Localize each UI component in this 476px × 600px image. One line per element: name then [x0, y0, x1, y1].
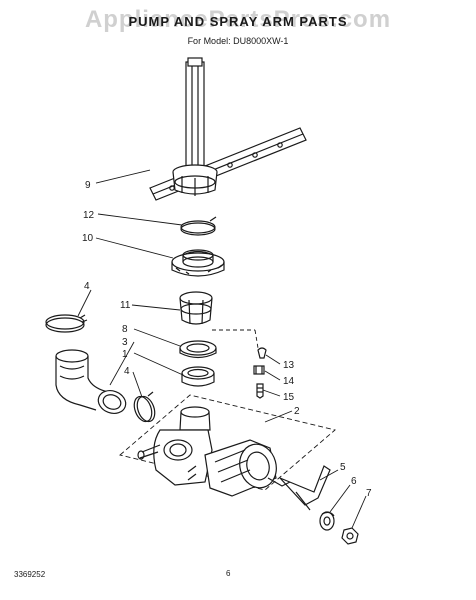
callout-14: 14: [283, 376, 295, 387]
callout-1: 1: [122, 349, 128, 360]
watermark-text: AppliancePartsPros.com: [84, 6, 392, 33]
callout-5: 5: [340, 462, 346, 473]
document-number: 3369252: [14, 570, 46, 579]
impeller-cup-icon: [179, 291, 213, 325]
page-title: PUMP AND SPRAY ARM PARTS: [128, 14, 348, 29]
leader-lines: [77, 169, 367, 529]
flange-icon: [171, 249, 225, 277]
callout-12: 12: [83, 210, 95, 221]
callout-labels: 9 12 10 4 11 8 3 1 4 2 13 14 15 5 6 7: [82, 180, 372, 499]
page-number: 6: [226, 569, 231, 578]
spray-arm-icon: [149, 57, 307, 201]
nut-icon: [341, 527, 359, 545]
hose-clamp-lower-icon: [133, 391, 156, 423]
hose-clamp-icon: [45, 314, 88, 333]
retaining-ring-icon: [180, 216, 217, 236]
callout-9: 9: [85, 180, 91, 191]
callout-6: 6: [351, 476, 357, 487]
callout-8: 8: [122, 324, 128, 335]
motor-icon: [187, 439, 291, 497]
grommet-icon: [319, 511, 335, 531]
wire-bracket-icon: [279, 465, 331, 511]
callout-13: 13: [283, 360, 295, 371]
callout-15: 15: [283, 392, 295, 403]
callout-3: 3: [122, 337, 128, 348]
callout-7: 7: [366, 488, 372, 499]
seal-ring-icon: [179, 340, 217, 359]
pump-housing-icon: [119, 394, 336, 491]
model-subtitle: For Model: DU8000XW-1: [187, 36, 289, 46]
callout-10: 10: [82, 233, 94, 244]
callout-2: 2: [294, 406, 300, 417]
small-hardware-icon: [253, 347, 267, 399]
callout-4-upper: 4: [84, 281, 90, 292]
lower-seal-icon: [181, 366, 215, 387]
callout-11: 11: [120, 300, 131, 311]
callout-4-lower: 4: [124, 366, 130, 377]
elbow-hose-icon: [55, 349, 127, 414]
